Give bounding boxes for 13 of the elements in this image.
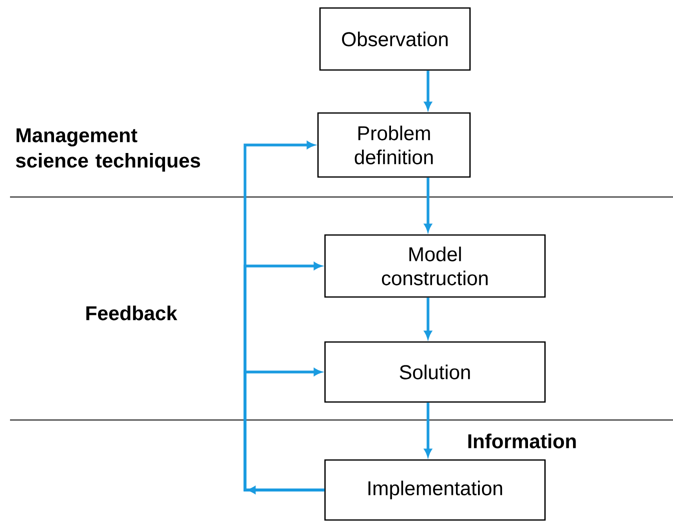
process-box: Implementation bbox=[324, 459, 546, 521]
heading-label: Management science techniques bbox=[16, 128, 200, 172]
arrow bbox=[424, 298, 432, 339]
process-box: Observation bbox=[319, 7, 471, 71]
heading-label: Information bbox=[468, 434, 576, 448]
arrow bbox=[424, 178, 432, 232]
heading-label: Feedback bbox=[86, 306, 178, 320]
process-box: Solution bbox=[324, 341, 546, 403]
process-box: Model construction bbox=[324, 234, 546, 298]
arrow bbox=[424, 70, 432, 110]
process-box: Problem definition bbox=[317, 112, 471, 178]
arrow bbox=[424, 402, 432, 457]
arrow bbox=[244, 368, 324, 492]
